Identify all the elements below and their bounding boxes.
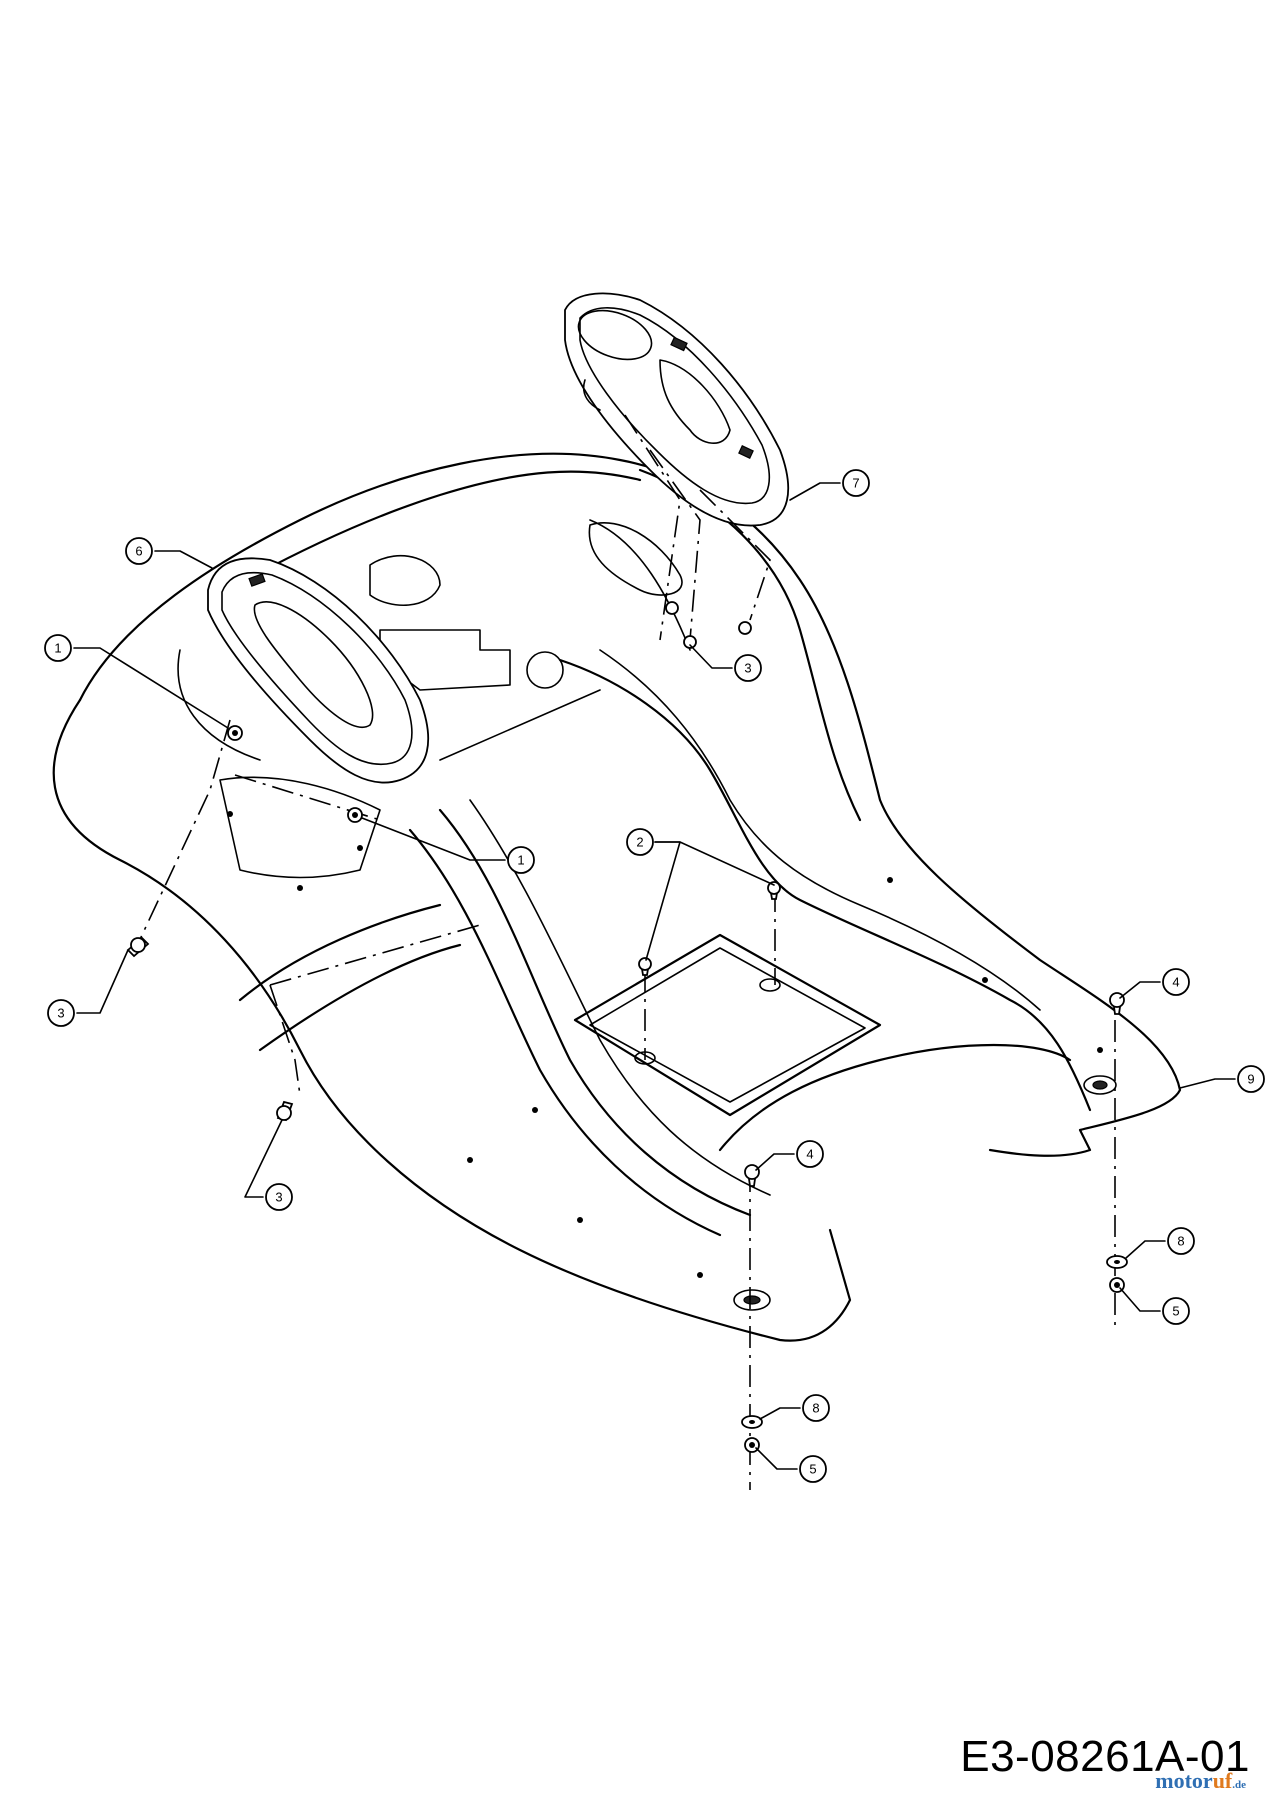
svg-text:3: 3 [275,1190,282,1205]
svg-text:6: 6 [135,544,142,559]
callout-2: 2 [626,828,654,856]
callout-3a: 3 [47,999,75,1027]
svg-text:5: 5 [809,1462,816,1477]
watermark-suffix: .de [1232,1779,1246,1791]
callout-4b: 4 [796,1140,824,1168]
callout-3c: 3 [734,654,762,682]
leader-lines [73,482,1236,1470]
svg-text:2: 2 [636,835,643,850]
watermark-logo: motoruf.de [1155,1768,1246,1794]
bolt-3b [276,1100,294,1122]
bolt-3a [126,936,150,958]
screw-4b [744,1164,760,1187]
callout-8a: 8 [1167,1227,1195,1255]
bolt-3c [665,601,752,649]
svg-text:3: 3 [57,1006,64,1021]
svg-text:7: 7 [852,476,859,491]
svg-text:4: 4 [806,1147,813,1162]
fasteners [126,601,1128,1453]
watermark-part1: motor [1155,1768,1213,1793]
svg-text:8: 8 [812,1401,819,1416]
watermark-part2: uf [1212,1768,1233,1793]
svg-text:5: 5 [1172,1304,1179,1319]
washer-8b [741,1415,763,1429]
callout-5b: 5 [799,1455,827,1483]
left-console-tray [207,557,430,784]
callout-7: 7 [842,469,870,497]
callout-5a: 5 [1162,1297,1190,1325]
screw-2b [638,957,652,976]
callout-1b: 1 [507,846,535,874]
nut-5b [744,1437,760,1453]
svg-text:1: 1 [54,641,61,656]
right-console-tray [564,292,790,527]
svg-text:1: 1 [517,853,524,868]
screw-2a [767,881,781,900]
screw-4a [1109,992,1125,1015]
callout-6: 6 [125,537,153,565]
callout-4a: 4 [1162,968,1190,996]
callout-1a: 1 [44,634,72,662]
svg-text:8: 8 [1177,1234,1184,1249]
callout-9: 9 [1237,1065,1265,1093]
callout-8b: 8 [802,1394,830,1422]
svg-text:9: 9 [1247,1072,1254,1087]
washer-8a [1106,1255,1128,1269]
svg-text:3: 3 [744,661,751,676]
svg-text:4: 4 [1172,975,1179,990]
screw-1a [227,725,243,741]
callout-3b: 3 [265,1183,293,1211]
document-code: E3-08261A-01 [960,1732,1250,1781]
screw-1b [347,807,363,823]
